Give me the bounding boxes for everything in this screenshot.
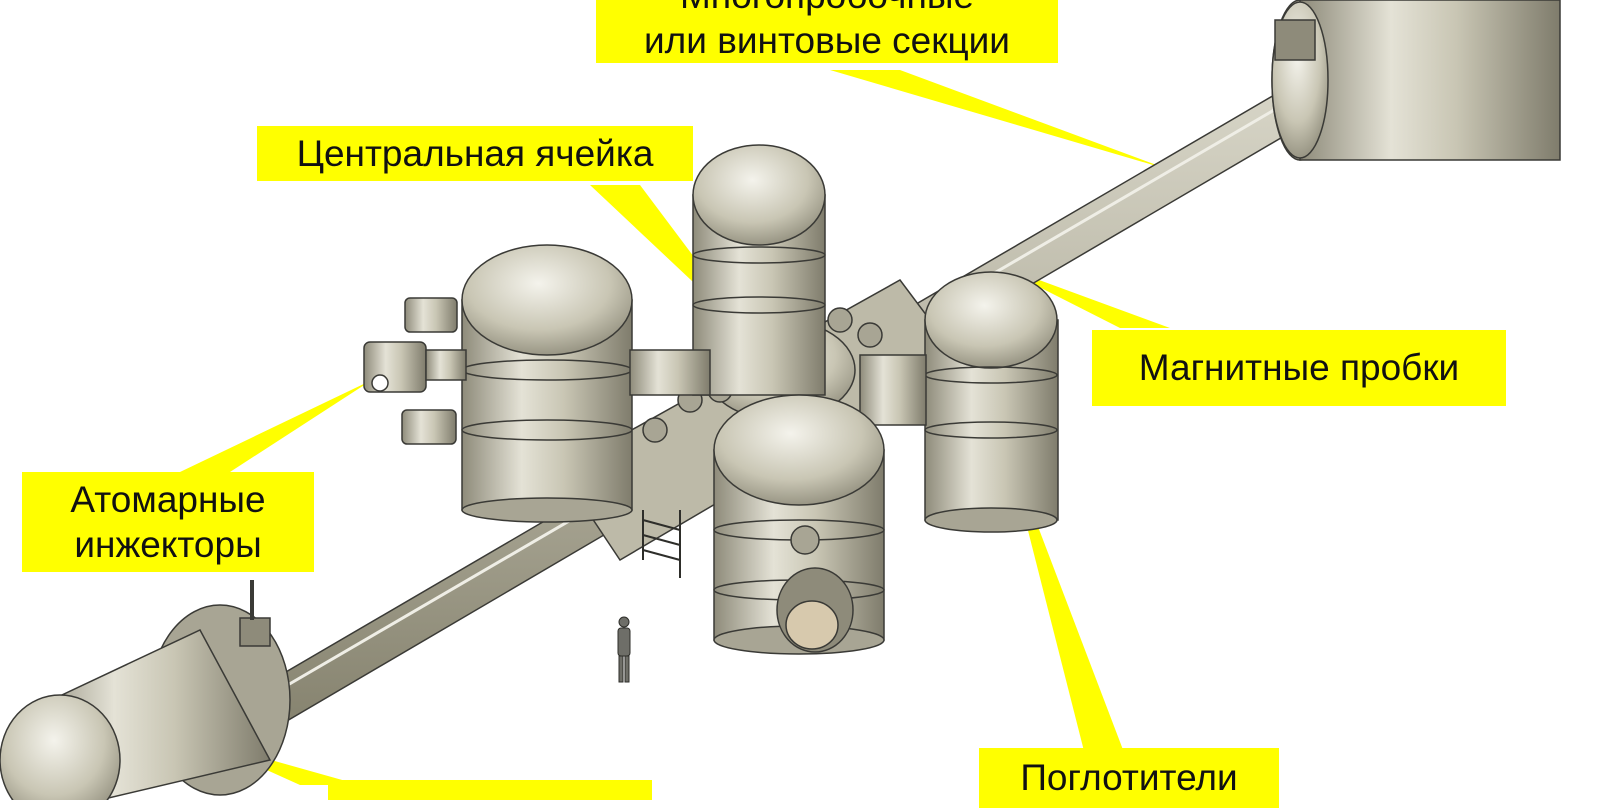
label-central-cell-text: Центральная ячейка bbox=[296, 133, 654, 174]
tank-right bbox=[859, 271, 1059, 533]
label-multimirror-line2: или винтовые секции bbox=[644, 20, 1010, 61]
label-magnetic-plugs-text: Магнитные пробки bbox=[1138, 347, 1460, 388]
ladder bbox=[642, 510, 681, 578]
label-multimirror-sections: Многопробочные или винтовые секции bbox=[596, 0, 1058, 63]
label-atomic-injectors-line1: Атомарные bbox=[70, 479, 266, 520]
atomic-injectors bbox=[363, 297, 467, 445]
label-central-cell: Центральная ячейка bbox=[257, 126, 693, 181]
label-end-tank bbox=[328, 780, 652, 800]
label-absorbers: Поглотители bbox=[979, 748, 1279, 808]
pointer-multimirror bbox=[830, 70, 1170, 170]
human-figure bbox=[617, 616, 631, 683]
tank-back bbox=[692, 144, 826, 396]
end-tank-lower-left bbox=[0, 580, 291, 800]
label-atomic-injectors: Атомарные инжекторы bbox=[22, 472, 314, 572]
label-magnetic-plugs: Магнитные пробки bbox=[1092, 330, 1506, 406]
label-absorbers-text: Поглотители bbox=[1020, 757, 1238, 798]
pointer-atomic-injectors bbox=[180, 380, 372, 472]
end-tank-upper-right bbox=[1271, 0, 1561, 161]
label-multimirror-line1: Многопробочные bbox=[610, 0, 1044, 18]
tank-left bbox=[461, 244, 711, 523]
tank-front bbox=[713, 394, 885, 655]
label-atomic-injectors-line2: инжекторы bbox=[74, 524, 262, 565]
